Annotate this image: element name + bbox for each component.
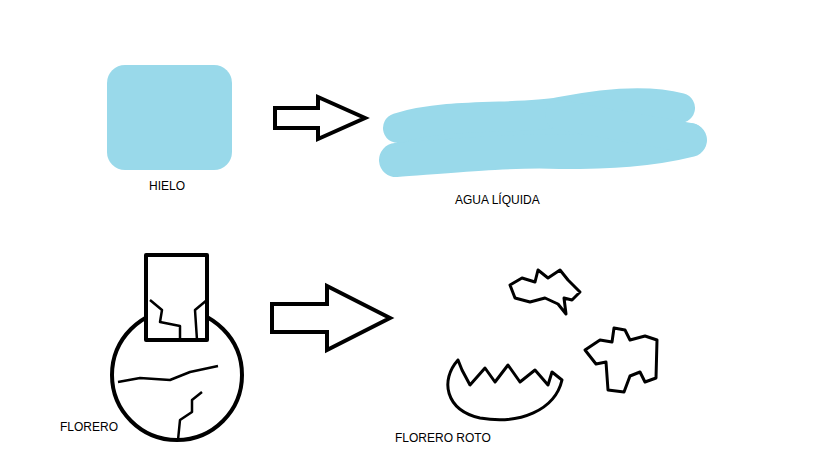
- broken-vase-node: FLORERO ROTO: [390, 264, 664, 448]
- ice-node: HIELO: [105, 62, 235, 197]
- ice-block: [107, 65, 232, 170]
- block-arrow: [272, 286, 390, 350]
- broken-vase: [448, 270, 657, 420]
- block-arrow: [275, 97, 365, 139]
- vase-node: FLORERO: [55, 250, 247, 444]
- water-node: AGUA LÍQUIDA: [378, 92, 712, 212]
- water-puddle: [396, 103, 690, 162]
- shape-label: AGUA LÍQUIDA: [455, 193, 540, 207]
- shape-label: FLORERO: [60, 420, 118, 434]
- shape-label: FLORERO ROTO: [395, 431, 491, 445]
- shape-label: HIELO: [149, 179, 185, 193]
- vase: [112, 255, 242, 440]
